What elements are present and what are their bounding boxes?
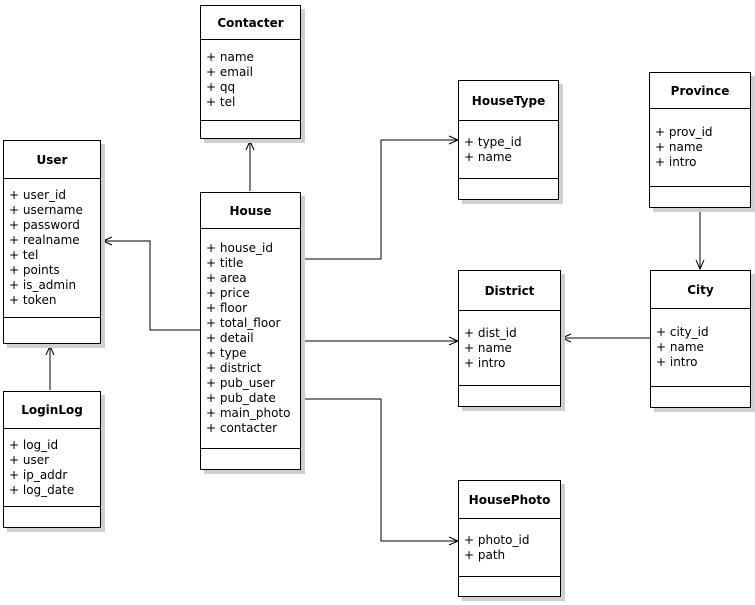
entity-methods-compartment xyxy=(201,449,300,469)
attribute-row: + realname xyxy=(9,233,80,247)
attribute-row: + qq xyxy=(206,80,236,94)
attribute-row: + district xyxy=(206,361,262,375)
connection-house-housetype xyxy=(301,135,460,260)
attribute-row: + points xyxy=(9,263,60,277)
attribute-row: + log_id xyxy=(9,437,59,452)
entity-user[interactable]: User + user_id + username + password + r… xyxy=(3,140,101,344)
attribute-row: + name xyxy=(464,340,512,355)
attribute-row: + total_floor xyxy=(206,316,281,330)
attribute-row: + type_id xyxy=(464,134,522,149)
entity-methods-compartment xyxy=(459,386,560,406)
entity-title: LoginLog xyxy=(4,392,100,429)
attribute-row: + city_id xyxy=(656,325,709,339)
attribute-row: + path xyxy=(464,547,506,562)
attribute-row: + contacter xyxy=(206,421,278,435)
entity-methods-compartment xyxy=(201,121,300,138)
entity-title: User xyxy=(4,141,100,179)
attribute-row: + pub_user xyxy=(206,376,275,390)
attribute-row: + ip_addr xyxy=(9,467,68,482)
attribute-row: + user xyxy=(9,452,50,467)
attribute-row: + area xyxy=(206,271,247,285)
attribute-row: + is_admin xyxy=(9,278,77,292)
connection-house-housephoto xyxy=(301,398,460,546)
entity-methods-compartment xyxy=(651,387,750,407)
attribute-row: + user_id xyxy=(9,188,66,202)
attribute-row: + token xyxy=(9,293,57,307)
entity-contacter[interactable]: Contacter + name + email + qq + tel xyxy=(200,5,301,139)
attribute-row: + name xyxy=(655,140,703,154)
entity-attribute-list: + prov_id + name + intro xyxy=(650,109,750,187)
entity-title: HouseType xyxy=(459,81,558,121)
attribute-row: + type xyxy=(206,346,247,360)
entity-attribute-list: + city_id + name + intro xyxy=(651,309,750,387)
entity-attribute-list: + log_id + user + ip_addr + log_date xyxy=(4,429,100,507)
entity-methods-compartment xyxy=(4,507,100,527)
entity-methods-compartment xyxy=(459,577,560,596)
entity-title: Contacter xyxy=(201,6,300,40)
entity-housephoto[interactable]: HousePhoto + photo_id + path xyxy=(458,480,561,597)
attribute-row: + name xyxy=(206,50,254,64)
attribute-row: + title xyxy=(206,256,244,270)
attribute-row: + name xyxy=(464,149,512,164)
attribute-row: + detail xyxy=(206,331,254,345)
attribute-row: + prov_id xyxy=(655,125,713,139)
attribute-row: + tel xyxy=(206,95,236,109)
entity-title: House xyxy=(201,193,300,229)
attribute-row: + intro xyxy=(464,355,506,370)
entity-housetype[interactable]: HouseType + type_id + name xyxy=(458,80,559,200)
connection-house-user xyxy=(101,236,200,331)
attribute-row: + name xyxy=(656,340,704,354)
entity-district[interactable]: District + dist_id + name + intro xyxy=(458,270,561,407)
entity-attribute-list: + photo_id + path xyxy=(459,519,560,577)
entity-attribute-list: + house_id + title + area + price + floo… xyxy=(201,229,300,449)
entity-attribute-list: + user_id + username + password + realna… xyxy=(4,179,100,318)
attribute-row: + password xyxy=(9,218,80,232)
entity-house[interactable]: House + house_id + title + area + price … xyxy=(200,192,301,470)
attribute-row: + email xyxy=(206,65,253,79)
entity-title: HousePhoto xyxy=(459,481,560,519)
attribute-row: + house_id xyxy=(206,241,274,255)
entity-city[interactable]: City + city_id + name + intro xyxy=(650,270,751,408)
attribute-row: + floor xyxy=(206,301,248,315)
entity-methods-compartment xyxy=(4,318,100,343)
entity-loginlog[interactable]: LoginLog + log_id + user + ip_addr + log… xyxy=(3,391,101,528)
entity-attribute-list: + dist_id + name + intro xyxy=(459,311,560,386)
entity-attribute-list: + name + email + qq + tel xyxy=(201,40,300,121)
attribute-row: + main_photo xyxy=(206,406,291,420)
attribute-row: + intro xyxy=(656,355,698,369)
attribute-row: + pub_date xyxy=(206,391,276,405)
entity-title: District xyxy=(459,271,560,311)
entity-methods-compartment xyxy=(650,187,750,207)
entity-attribute-list: + type_id + name xyxy=(459,121,558,179)
entity-title: City xyxy=(651,271,750,309)
attribute-row: + intro xyxy=(655,155,697,169)
attribute-row: + log_date xyxy=(9,482,75,497)
entity-title: Province xyxy=(650,73,750,109)
entity-methods-compartment xyxy=(459,179,558,199)
attribute-row: + price xyxy=(206,286,250,300)
attribute-row: + photo_id xyxy=(464,532,530,547)
attribute-row: + dist_id xyxy=(464,325,517,340)
attribute-row: + tel xyxy=(9,248,39,262)
attribute-row: + username xyxy=(9,203,83,217)
entity-province[interactable]: Province + prov_id + name + intro xyxy=(649,72,751,208)
